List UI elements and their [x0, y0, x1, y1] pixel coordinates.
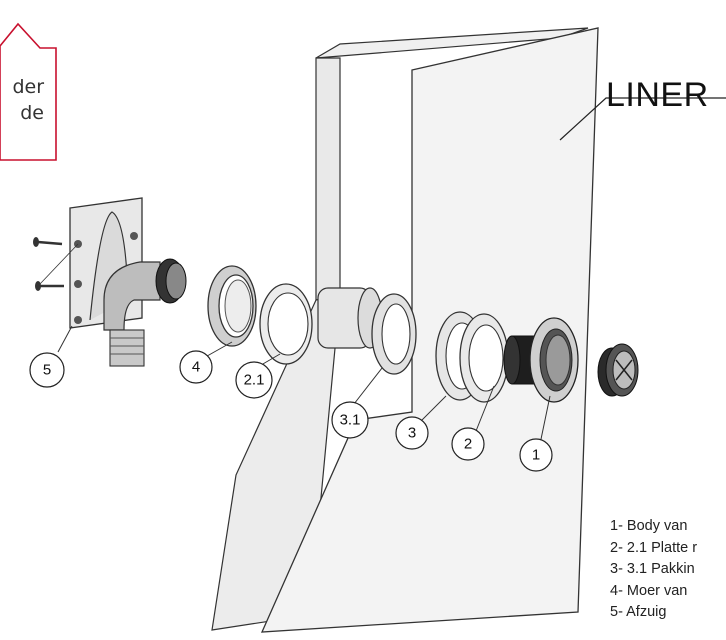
label-circle-2	[451, 427, 485, 461]
callout-box	[0, 22, 57, 161]
legend-item-3: 3- 3.1 Pakkin	[610, 561, 695, 577]
callout-text: der de	[4, 74, 44, 126]
label-circle-3-1	[331, 401, 369, 439]
part-5-bracket	[69, 197, 187, 367]
label-circle-3	[395, 416, 429, 450]
legend-item-2: 2- 2.1 Platte r	[610, 539, 698, 556]
label-circle-5	[29, 352, 65, 388]
label-5: 5	[43, 362, 51, 379]
callout-line-1: der	[12, 76, 44, 98]
label-circle-1	[519, 438, 553, 472]
label-circle-4	[179, 350, 213, 384]
label-2: 2	[464, 436, 472, 453]
parts-legend: 1- Body van 2- 2.1 Platte r 3- 3.1 Pakki…	[610, 516, 697, 624]
liner-title: LINER	[606, 76, 709, 114]
legend-item-1: 1- Body van	[610, 518, 688, 534]
passthrough-tube	[317, 287, 383, 349]
part-3-1-gasket	[371, 293, 417, 375]
legend-item-4: 4- Moer van	[610, 582, 688, 599]
liner-sheet	[260, 27, 599, 633]
liner-pointer	[559, 97, 726, 141]
part-1-body	[503, 317, 579, 403]
callout-line-2: de	[20, 102, 44, 124]
leader-lines	[57, 325, 551, 445]
part-number-circles: 1 2 3 3.1 2.1 4 5	[29, 350, 553, 472]
drain-grate	[597, 343, 639, 397]
legend-item-5: 5- Afzuig	[610, 604, 667, 620]
part-2-1-ring	[259, 283, 313, 365]
label-3: 3	[408, 425, 416, 442]
screws	[33, 237, 79, 291]
label-circle-2-1	[235, 361, 273, 399]
part-2-ring	[459, 313, 509, 403]
label-1: 1	[532, 447, 540, 464]
label-4: 4	[192, 359, 200, 376]
label-3-1: 3.1	[340, 412, 361, 429]
label-2-1: 2.1	[244, 372, 265, 389]
part-4-nut	[207, 265, 257, 347]
